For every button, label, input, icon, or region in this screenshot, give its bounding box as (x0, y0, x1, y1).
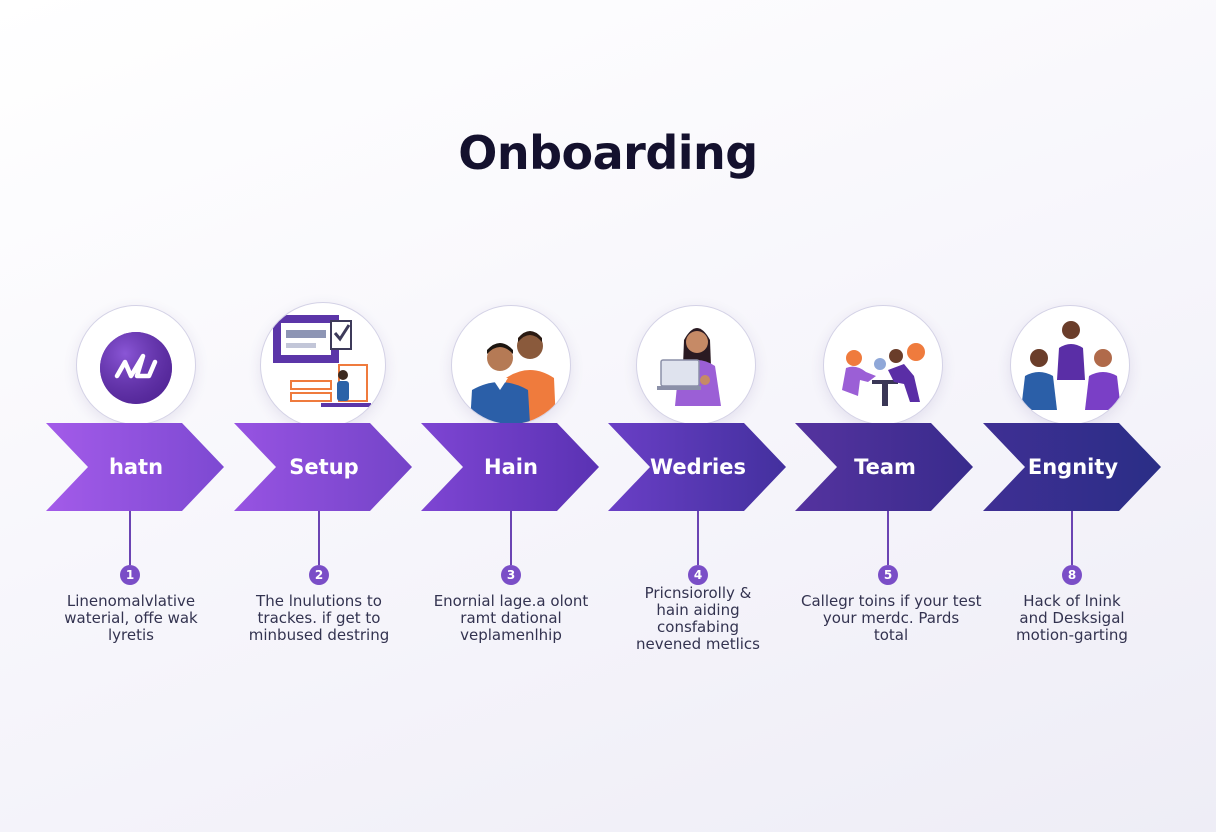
step-5-label: Team (854, 455, 916, 479)
step-6-image (1010, 305, 1130, 425)
person-laptop-illustration (657, 328, 721, 406)
page-title: Onboarding (458, 126, 758, 180)
step-6-label: Engnity (1027, 455, 1119, 479)
step-1-connector (129, 511, 131, 565)
step-2-connector (318, 511, 320, 565)
step-2-number: 2 (309, 565, 329, 585)
step-5-connector (887, 511, 889, 565)
step-3-label: Hain (484, 455, 538, 479)
step-1-number: 1 (120, 565, 140, 585)
step-4-image (636, 305, 756, 425)
two-people-illustration (470, 331, 556, 424)
step-4-number: 4 (688, 565, 708, 585)
workstation-illustration (273, 315, 371, 407)
step-3-number: 3 (501, 565, 521, 585)
step-6-number: 8 (1062, 565, 1082, 585)
logo-badge-icon (100, 332, 172, 404)
step-5-number: 5 (878, 565, 898, 585)
step-3-image (451, 305, 571, 425)
step-2-image (260, 302, 386, 428)
step-3-connector (510, 511, 512, 565)
step-6-connector (1071, 511, 1073, 565)
team-meeting-illustration (842, 343, 925, 406)
step-4-label: Wedries (650, 455, 746, 479)
step-4-connector (697, 511, 699, 565)
step-5-image (823, 305, 943, 425)
step-1-label: hatn (108, 455, 164, 479)
step-2-label: Setup (289, 455, 359, 479)
three-people-illustration (1021, 321, 1121, 410)
step-1-image (76, 305, 196, 425)
